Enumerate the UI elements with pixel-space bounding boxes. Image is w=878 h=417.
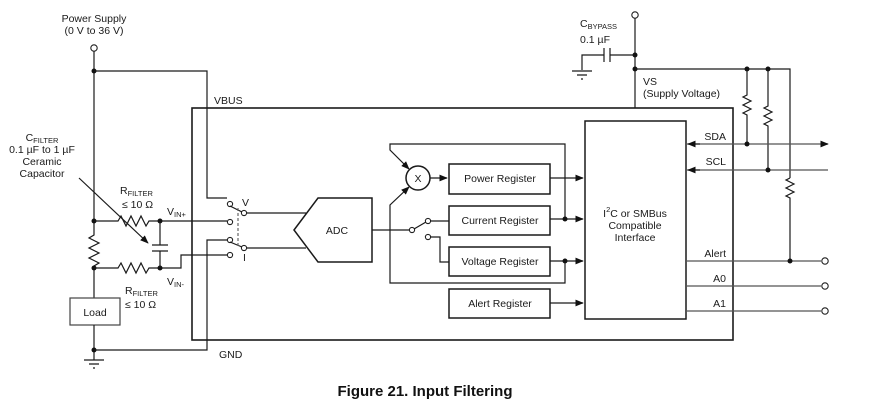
pullup-rail: [635, 68, 791, 178]
c-bypass-label: CBYPASS: [580, 18, 617, 31]
junction-dot: [765, 167, 771, 173]
gnd-wire: [94, 239, 227, 351]
current-register-label: Current Register: [461, 215, 539, 227]
scl-label: SCL: [706, 156, 727, 168]
load-label: Load: [83, 307, 107, 319]
a0-terminal: [821, 282, 829, 290]
switch-terminal: [408, 226, 416, 234]
vin-plus-label: VIN+: [167, 206, 187, 219]
c-filter-label: CFILTER: [26, 132, 59, 145]
c-filter-capacitor: [152, 221, 168, 268]
alert-terminal: [821, 257, 829, 265]
vs-pin-label: VS: [643, 76, 657, 88]
mux-v-label: V: [242, 197, 249, 209]
c-bypass-capacitor: [581, 48, 635, 70]
ground-icon: [572, 70, 592, 80]
alert-register-label: Alert Register: [468, 298, 532, 310]
interface-line-3: Interface: [615, 232, 656, 244]
gnd-pin-label: GND: [219, 349, 243, 361]
switch-terminal: [424, 217, 432, 225]
c-filter-type-2: Capacitor: [20, 168, 65, 180]
current-register-box: [448, 205, 551, 236]
r-filter-top-label: RFILTER: [120, 185, 153, 198]
vbus-pin-label: VBUS: [214, 95, 243, 107]
load-box: [69, 297, 121, 326]
power-register-box: [448, 163, 551, 195]
voltage-register-label: Voltage Register: [461, 256, 539, 268]
alert-register-box: [448, 288, 551, 319]
adc-label: ADC: [326, 225, 349, 237]
sda-label: SDA: [704, 131, 726, 143]
vin-minus-label: VIN-: [167, 276, 185, 289]
power-supply-range: (0 V to 36 V): [65, 25, 124, 37]
a1-terminal: [821, 307, 829, 315]
vs-terminal: [631, 11, 639, 19]
chip-outline: [191, 107, 734, 341]
vs-pin-desc: (Supply Voltage): [643, 88, 720, 100]
voltage-reg-input-wire: [430, 236, 449, 263]
c-filter-pointer-arrow: [78, 177, 149, 244]
alert-label: Alert: [704, 248, 726, 260]
a0-label: A0: [713, 273, 726, 285]
alert-pullup-resistor: [784, 177, 796, 261]
c-bypass-value: 0.1 µF: [580, 34, 610, 46]
register-switch: [413, 221, 427, 230]
i2c-interface-box: [584, 120, 687, 320]
current-feedback-wire: [389, 143, 566, 219]
a1-label: A1: [713, 298, 726, 310]
ground-icon: [84, 359, 104, 369]
scl-pullup-resistor: [762, 69, 774, 170]
mux-i-label: I: [243, 252, 246, 264]
power-supply-terminal: [90, 44, 98, 52]
r-filter-top-value: ≤ 10 Ω: [122, 199, 153, 211]
r-filter-bottom: [94, 254, 227, 275]
c-filter-value: 0.1 µF to 1 µF: [9, 144, 75, 156]
multiplier-label: X: [414, 173, 421, 185]
voltage-feedback-wire: [389, 186, 566, 284]
junction-dot: [744, 141, 750, 147]
input-mux: [226, 200, 306, 259]
vbus-wire: [94, 70, 227, 199]
r-filter-bottom-value: ≤ 10 Ω: [125, 299, 156, 311]
switch-terminal: [424, 233, 432, 241]
shunt-resistor: [87, 221, 101, 298]
r-filter-top: [94, 214, 227, 228]
sda-pullup-resistor: [741, 69, 753, 144]
power-supply-label: Power Supply: [62, 13, 128, 25]
c-filter-type-1: Ceramic: [22, 156, 61, 168]
junction-dot: [562, 258, 568, 264]
power-register-label: Power Register: [464, 173, 536, 185]
figure-caption: Figure 21. Input Filtering: [337, 383, 512, 400]
interface-line-2: Compatible: [608, 220, 661, 232]
r-filter-bottom-label: RFILTER: [125, 285, 158, 298]
interface-line-1: I2C or SMBus: [603, 205, 667, 220]
junction-dot: [787, 258, 793, 264]
junction-dot: [562, 216, 568, 222]
